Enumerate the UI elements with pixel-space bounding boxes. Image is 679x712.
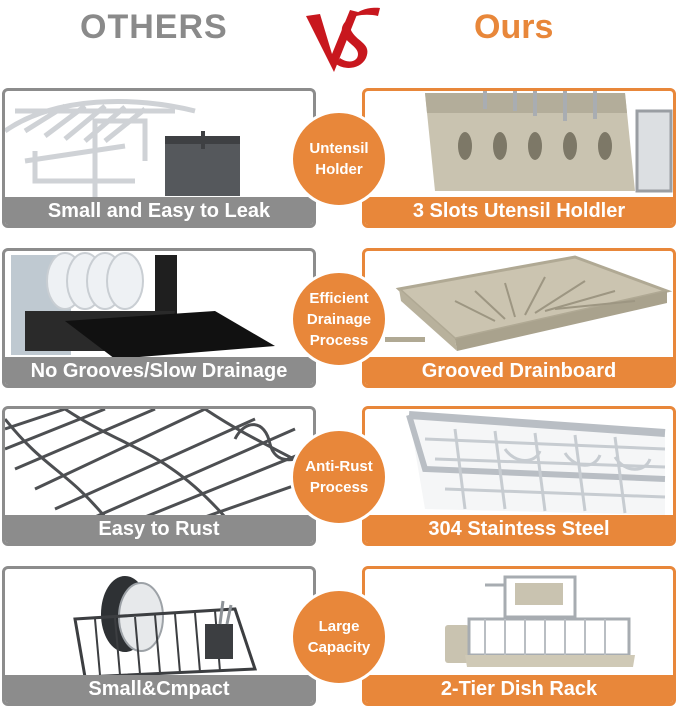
- feature-circle-capacity: Large Capacity: [290, 588, 388, 686]
- feature-circle-rust: Anti-Rust Process: [290, 428, 388, 526]
- feature-label-2: Efficient Drainage Process: [306, 289, 372, 349]
- ours-caption-3: 304 Staintess Steel: [365, 515, 673, 543]
- others-caption-2: No Grooves/Slow Drainage: [5, 357, 313, 385]
- ours-panel-rust: 304 Staintess Steel: [362, 406, 676, 546]
- dark-wire-rack-image: [5, 409, 313, 517]
- white-wire-rack-image: [5, 98, 240, 199]
- ours-caption-1: 3 Slots Utensil Holdler: [365, 197, 673, 225]
- stainless-wire-rack-image: [406, 411, 666, 515]
- ours-caption-4: 2-Tier Dish Rack: [365, 675, 673, 703]
- ours-panel-utensil: 3 Slots Utensil Holdler: [362, 88, 676, 228]
- feature-label-3: Anti-Rust Process: [305, 458, 373, 496]
- others-panel-rust: Easy to Rust: [2, 406, 316, 546]
- black-drainboard-image: [11, 252, 275, 359]
- others-caption-1: Small and Easy to Leak: [5, 197, 313, 225]
- others-panel-capacity: Small&Cmpact: [2, 566, 316, 706]
- ours-panel-drainage: Grooved Drainboard: [362, 248, 676, 388]
- compact-dish-rack-image: [73, 576, 258, 677]
- vs-logo: [306, 7, 380, 72]
- others-panel-drainage: No Grooves/Slow Drainage: [2, 248, 316, 388]
- others-caption-3: Easy to Rust: [5, 515, 313, 543]
- feature-circle-utensil: Untensil Holder: [290, 110, 388, 208]
- others-panel-utensil: Small and Easy to Leak: [2, 88, 316, 228]
- beige-utensil-holder-image: [425, 91, 673, 193]
- ours-panel-capacity: 2-Tier Dish Rack: [362, 566, 676, 706]
- feature-label-1: Untensil Holder: [309, 140, 369, 178]
- ours-heading: Ours: [474, 8, 554, 46]
- grooved-drainboard-image: [385, 255, 673, 351]
- two-tier-dish-rack-image: [445, 575, 635, 667]
- others-caption-4: Small&Cmpact: [5, 675, 313, 703]
- feature-label-4: Large Capacity: [307, 618, 371, 656]
- feature-circle-drainage: Efficient Drainage Process: [290, 270, 388, 368]
- others-heading: OTHERS: [80, 8, 228, 46]
- ours-caption-2: Grooved Drainboard: [365, 357, 673, 385]
